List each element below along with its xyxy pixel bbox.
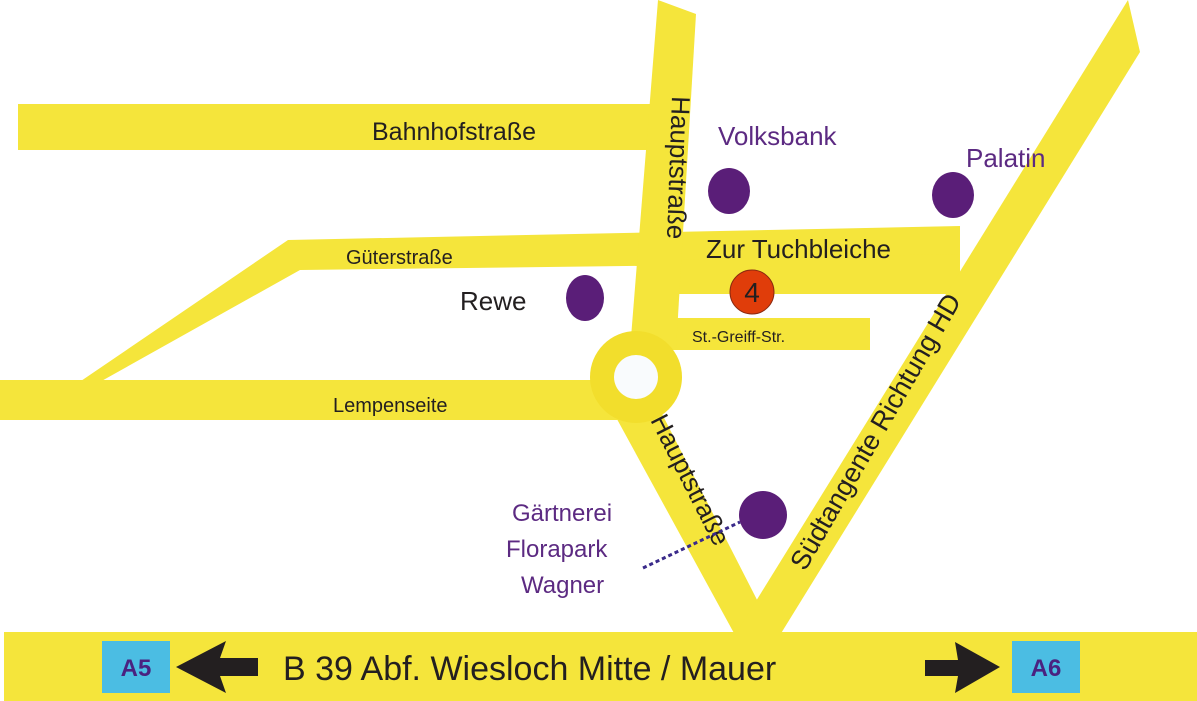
poi-gaertnerei-leader-line — [642, 520, 741, 570]
road-bahnhofstrasse — [18, 104, 678, 150]
label-hauptstrasse-north: Hauptstraße — [661, 96, 696, 240]
highway-badge-a5-text: A5 — [121, 655, 152, 682]
label-volksbank: Volksbank — [718, 121, 838, 151]
highway-badge-a6 — [1012, 641, 1080, 693]
label-tuchbleiche: Zur Tuchbleiche — [706, 234, 891, 264]
arrow-right-icon — [925, 642, 1000, 693]
poi-volksbank-marker — [708, 168, 750, 214]
road-lempenseite — [0, 380, 640, 420]
road-suedtangente — [735, 0, 1140, 635]
label-gaertnerei-2: Florapark — [506, 536, 608, 563]
road-gueterstrasse — [78, 226, 960, 383]
label-st-greiff-str: St.-Greiff-Str. — [692, 329, 785, 346]
road-hauptstrasse-north — [630, 0, 696, 350]
highway-badge-a5 — [102, 641, 170, 693]
highway-label: B 39 Abf. Wiesloch Mitte / Mauer — [283, 650, 776, 688]
label-gaertnerei-1: Gärtnerei — [512, 500, 612, 527]
roundabout-center — [614, 355, 658, 399]
poi-palatin-marker — [932, 172, 974, 218]
label-lempenseite: Lempenseite — [333, 395, 448, 417]
label-gaertnerei-3: Wagner — [521, 572, 604, 599]
poi-gaertnerei-marker — [739, 491, 787, 539]
target-location-number: 4 — [744, 277, 760, 308]
label-gueterstrasse: Güterstraße — [346, 247, 453, 269]
label-bahnhofstrasse: Bahnhofstraße — [372, 118, 536, 146]
target-location-marker — [729, 269, 775, 315]
label-rewe: Rewe — [460, 286, 526, 316]
road-hauptstrasse-south — [612, 410, 775, 635]
road-st-greiff-str — [660, 318, 870, 350]
highway-badge-a6-text: A6 — [1031, 655, 1062, 682]
label-palatin: Palatin — [966, 143, 1046, 173]
poi-rewe-marker — [566, 275, 604, 321]
arrow-left-icon — [176, 641, 258, 693]
